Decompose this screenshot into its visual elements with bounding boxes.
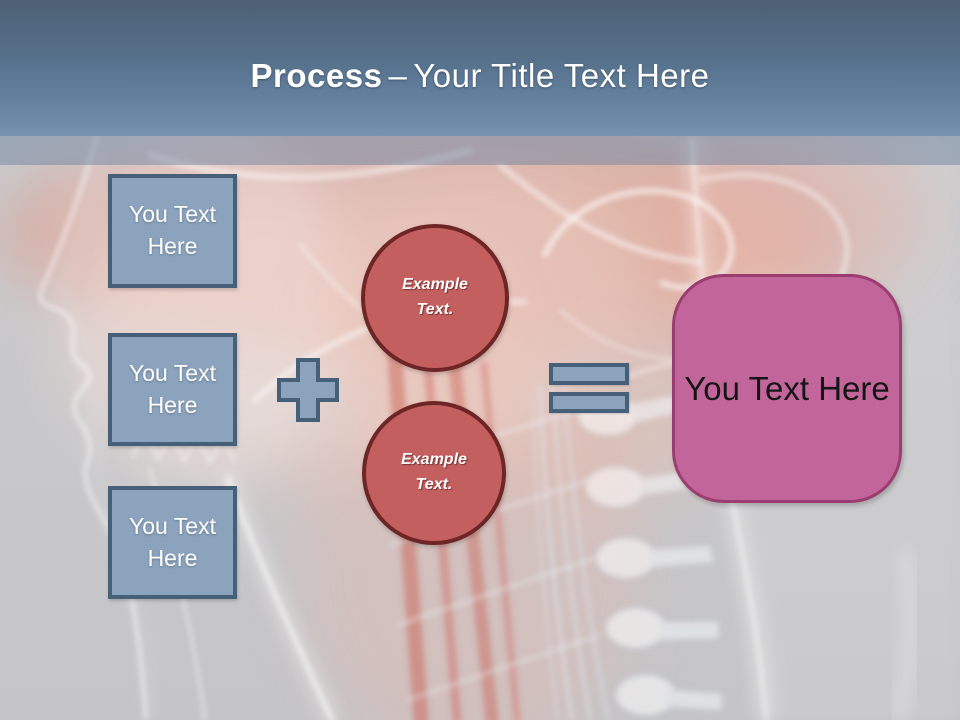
plus-icon (277, 358, 339, 422)
result-box[interactable]: You Text Here (672, 274, 902, 503)
input-box-2[interactable]: You Text Here (108, 333, 237, 446)
example-circle-1-label: Example Text. (402, 276, 468, 318)
slide-header: Process–Your Title Text Here (0, 0, 960, 136)
input-box-3[interactable]: You Text Here (108, 486, 237, 599)
example-circle-2-label: Example Text. (401, 451, 467, 493)
title-keyword: Process (250, 57, 383, 94)
input-box-1[interactable]: You Text Here (108, 174, 237, 288)
result-box-label: You Text Here (684, 369, 890, 407)
input-box-1-label: You Text Here (129, 201, 216, 259)
title-separator: – (388, 57, 408, 94)
input-box-3-label: You Text Here (129, 512, 216, 571)
example-circle-2[interactable]: Example Text. (362, 401, 506, 545)
input-box-2-label: You Text Here (129, 359, 216, 418)
equals-icon (549, 363, 629, 413)
example-circle-1[interactable]: Example Text. (361, 224, 509, 372)
equals-bar-top (549, 363, 629, 385)
equals-bar-bottom (549, 392, 629, 413)
title-text: Your Title Text Here (413, 57, 710, 94)
slide-title[interactable]: Process–Your Title Text Here (251, 41, 710, 95)
header-accent-band (0, 136, 960, 165)
